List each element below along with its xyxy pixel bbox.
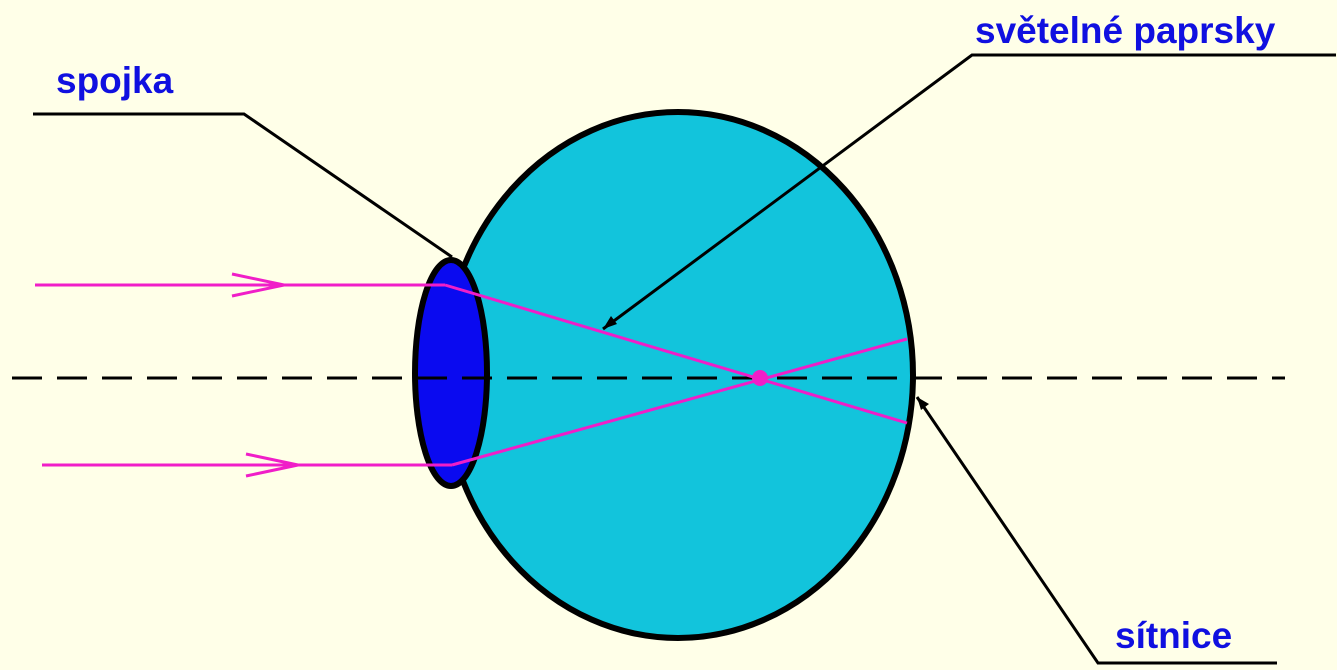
upper-ray-arrowhead [231, 272, 285, 298]
lower-ray-arrowhead [245, 452, 299, 478]
lens-leader-line [33, 112, 453, 259]
lens [412, 257, 490, 489]
lower-refracted-ray [451, 337, 908, 467]
upper-refracted-ray [444, 283, 908, 425]
lens-label: spojka [56, 60, 174, 101]
eyeball [440, 109, 916, 641]
rays-pointer-arrowhead [603, 316, 617, 329]
leader-lines [33, 53, 1336, 665]
retina-pointer-arrowhead [917, 397, 929, 410]
retina-label: sítnice [1115, 615, 1232, 656]
light-rays [35, 272, 908, 478]
rays-leader-line [602, 53, 1336, 331]
focal-point [752, 370, 768, 386]
retina-leader-line [915, 396, 1277, 665]
rays-label: světelné paprsky [975, 10, 1276, 51]
